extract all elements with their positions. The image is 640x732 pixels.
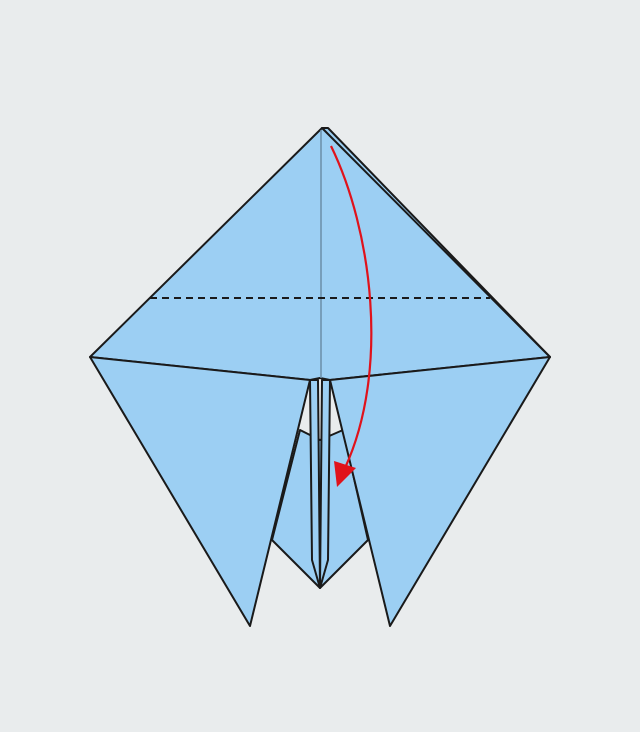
- fold-arrow-head: [334, 461, 356, 487]
- fold-arrow: [330, 145, 373, 469]
- center-right-sliver: [319, 379, 331, 589]
- left-point-flap: [89, 356, 311, 627]
- right-point-flap: [329, 356, 551, 627]
- center-left-sliver: [309, 379, 321, 589]
